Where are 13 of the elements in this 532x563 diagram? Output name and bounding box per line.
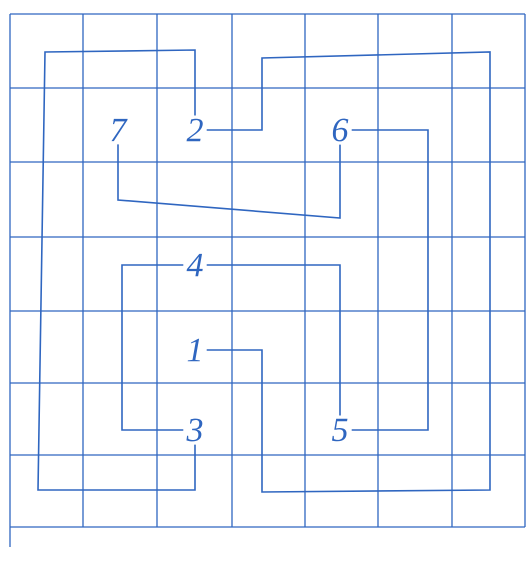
connecting-line (352, 129, 429, 431)
number-label: 6 (332, 118, 348, 142)
number-label: 3 (186, 418, 202, 442)
connecting-line (37, 49, 196, 491)
number-label: 1 (188, 338, 200, 362)
number-label: 7 (112, 118, 128, 142)
number-label: 5 (332, 418, 348, 442)
number-label: 2 (186, 118, 203, 142)
number-label: 4 (186, 254, 203, 276)
connecting-line (206, 51, 491, 493)
connecting-line (121, 264, 184, 431)
connecting-line (206, 264, 341, 416)
connecting-line (117, 144, 341, 219)
